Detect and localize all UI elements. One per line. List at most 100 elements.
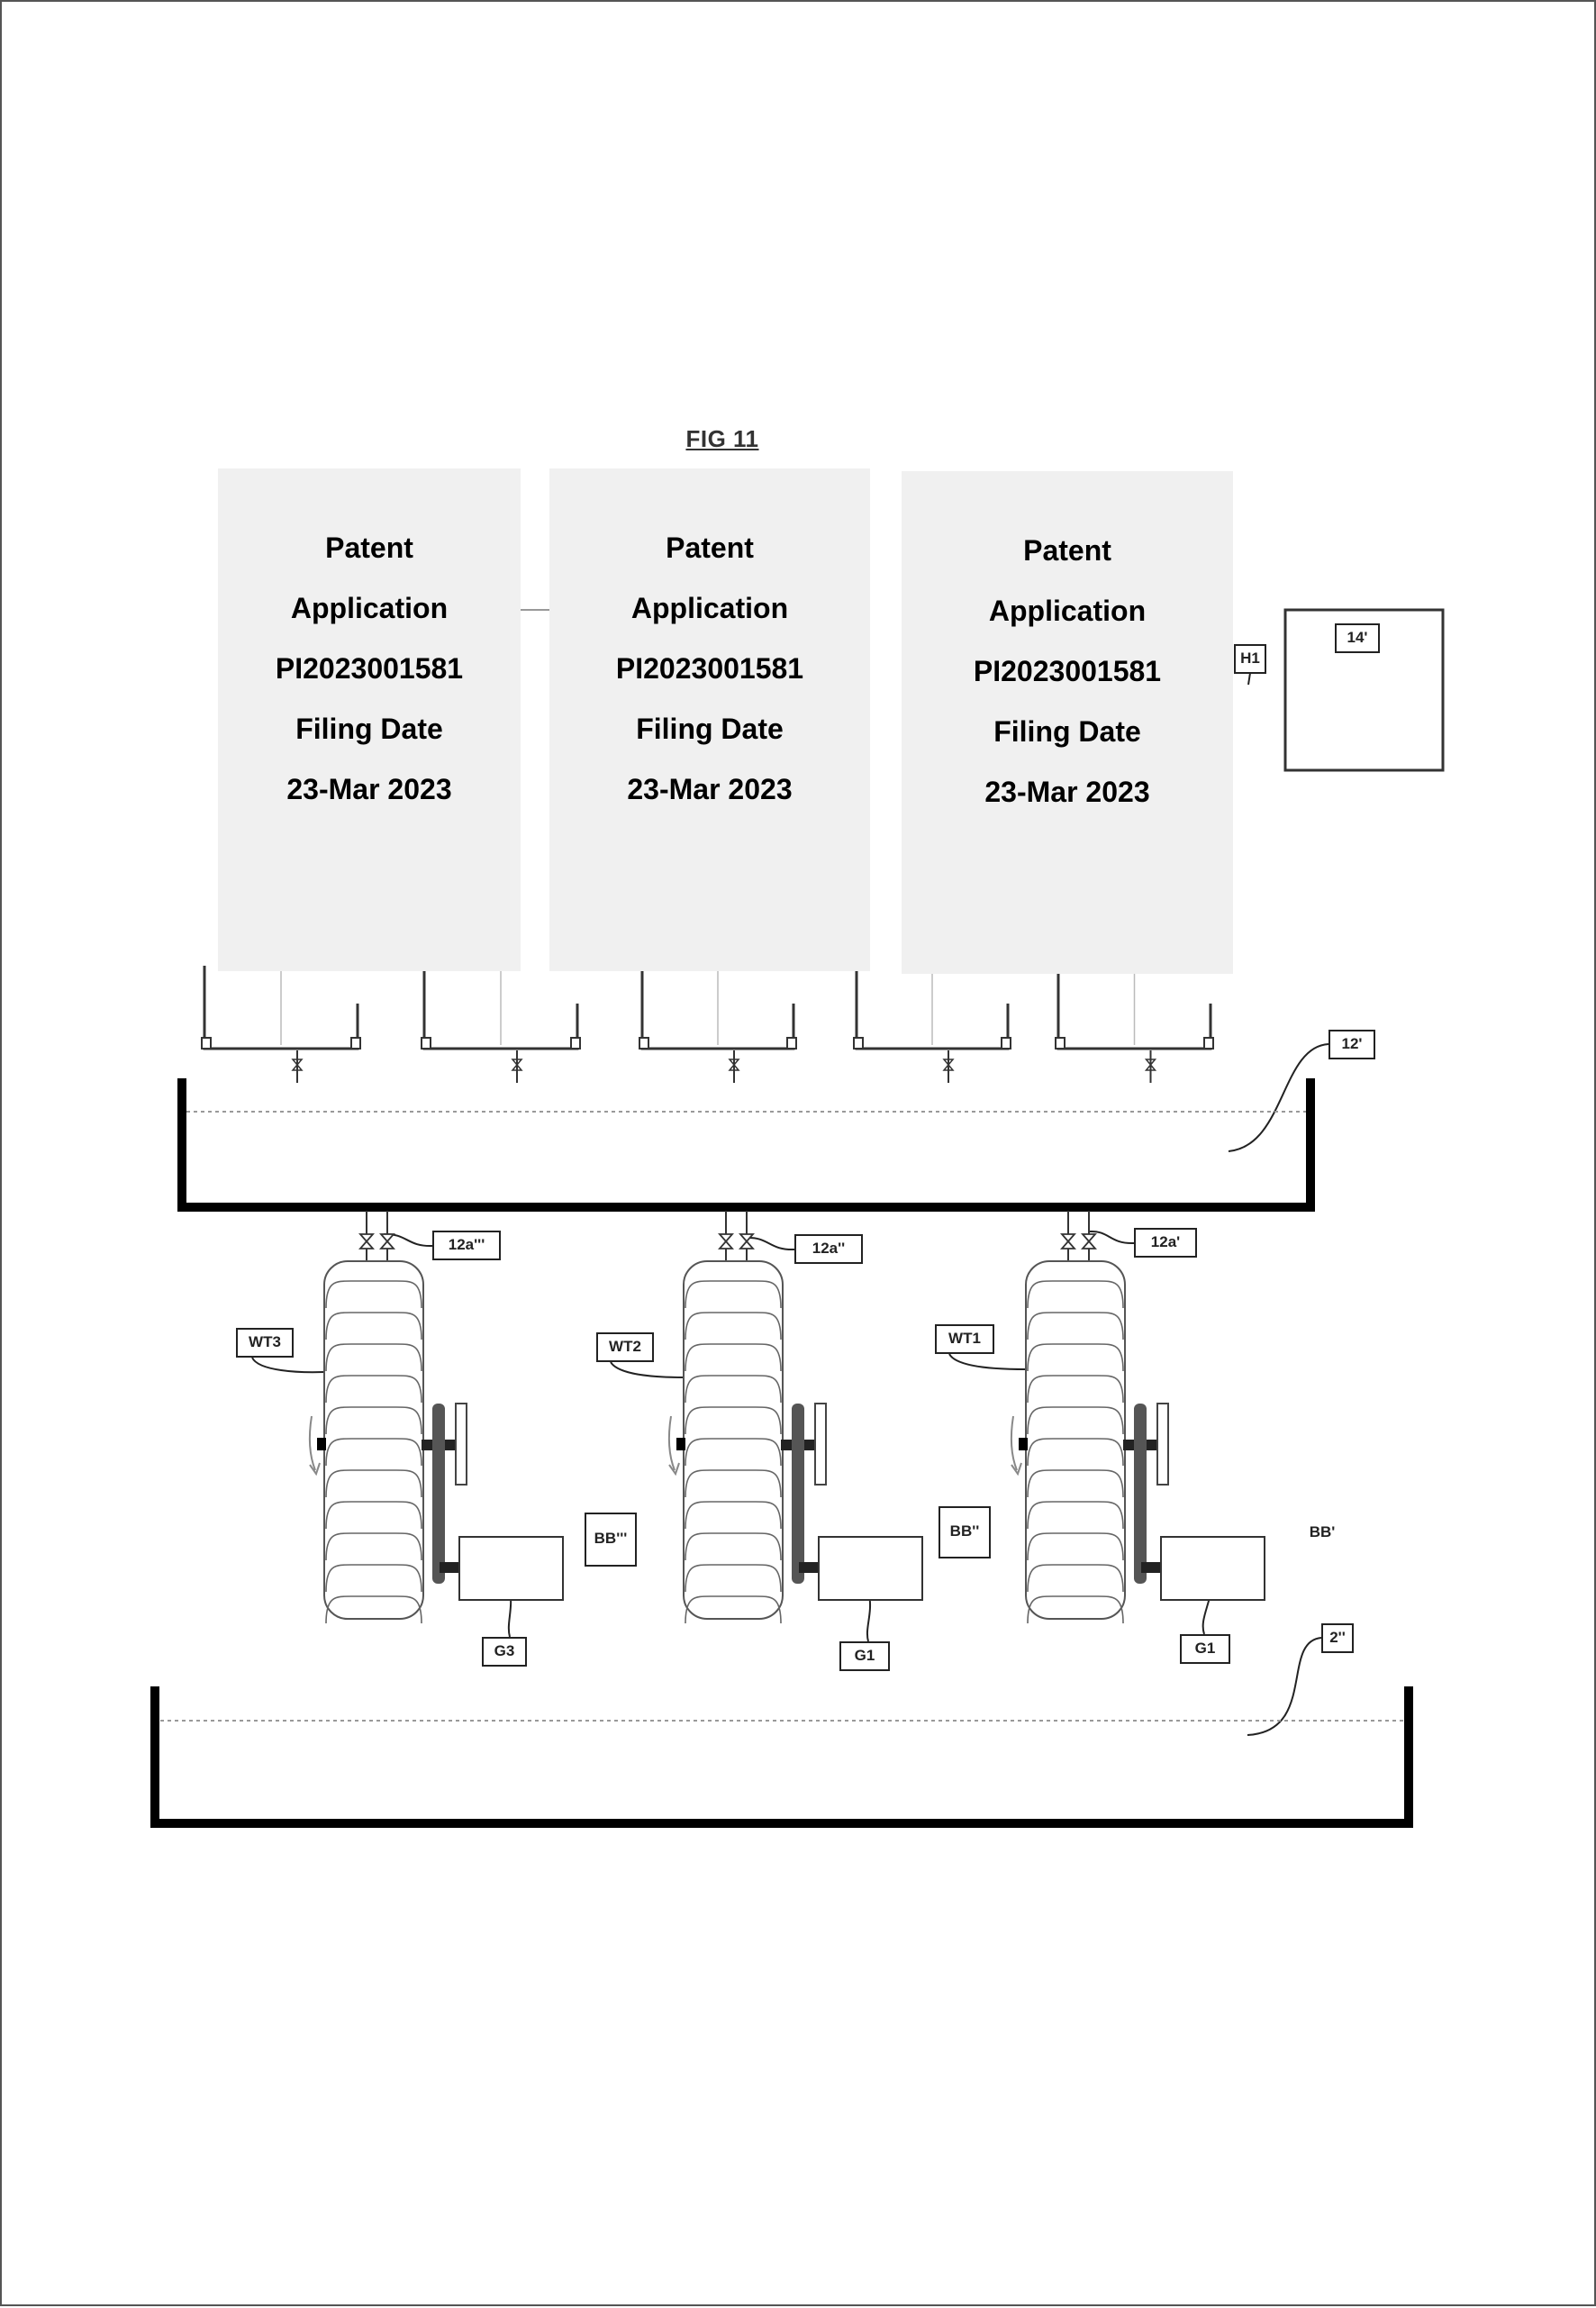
wheel-bucket [685,1564,782,1593]
label-h1: H1 [1234,644,1266,674]
valve-icon [379,1233,395,1249]
wheel-bucket [1027,1375,1124,1404]
wheel-bucket [1027,1564,1124,1593]
leader-line [1247,1637,1322,1736]
wheel-bucket [685,1501,782,1530]
hopper-valve [291,1059,304,1071]
hopper-valve [1144,1059,1157,1071]
valve-icon [739,1233,755,1249]
axle-stub [1019,1438,1028,1450]
label-g1-a: G1 [839,1641,890,1671]
stamp-line: 23-Mar 2023 [984,776,1150,808]
stamp-line: Patent [666,532,754,564]
wheel-bucket [685,1469,782,1498]
pulley-plate [814,1403,827,1486]
wheel-bucket [1027,1532,1124,1561]
stamp-line: Patent [1023,534,1111,567]
generator-box [1160,1536,1265,1601]
wheel-bucket [325,1280,422,1309]
label-wt2: WT2 [596,1332,654,1362]
leader-line [251,1357,325,1374]
hopper [639,966,797,1083]
label-12a-2: 12a'' [794,1234,863,1264]
stamp-line: Filing Date [993,715,1141,748]
hopper-body [422,966,579,1050]
filing-stamp-1: Patent Application PI2023001581 Filing D… [218,468,521,971]
generator-shaft [799,1562,819,1573]
label-12: 12' [1328,1030,1375,1059]
wheel-bucket [685,1280,782,1309]
drive-belt [792,1404,804,1584]
wheel-bucket [1027,1595,1124,1624]
rotation-arrow-icon [1011,1462,1022,1477]
label-12a-1: 12a' [1134,1228,1197,1258]
wheel-bucket [685,1532,782,1561]
hopper-corner [1001,1037,1011,1050]
label-g3: G3 [482,1637,527,1667]
hopper [421,966,581,1083]
drive-belt [432,1404,445,1584]
wheel-bucket [685,1375,782,1404]
wheel-bucket [325,1501,422,1530]
filing-stamp-3: Patent Application PI2023001581 Filing D… [902,471,1233,974]
wheel-bucket [325,1312,422,1340]
rotation-arrow-icon [1010,1415,1018,1471]
wheel-bucket [325,1469,422,1498]
turbine-unit [1010,1211,1265,1624]
stamp-line: Filing Date [636,713,784,745]
wheel-bucket [325,1375,422,1404]
hopper [1055,966,1214,1083]
leader-line [1247,672,1251,686]
wheel-bucket [325,1532,422,1561]
hopper-valve [942,1059,955,1071]
stamp-line: PI2023001581 [615,652,804,685]
leader-line [948,1353,1027,1370]
rotation-arrow-icon [308,1415,316,1471]
leader-line [610,1361,685,1378]
wheel-bucket [1027,1343,1124,1372]
hopper-corner [1055,1037,1066,1050]
hopper [853,966,1011,1083]
wheel-bucket [1027,1438,1124,1467]
hopper-corner [786,1037,797,1050]
leader-lines [251,672,1329,1736]
stamp-line: Application [630,592,789,624]
wheel-bucket [325,1343,422,1372]
figure-title: FIG 11 [685,425,759,452]
hopper [201,966,361,1083]
hopper-corner [201,1037,212,1050]
stamp-line: PI2023001581 [973,655,1162,687]
stamp-line: PI2023001581 [275,652,464,685]
valve-icon [1081,1233,1097,1249]
upper-tank [177,1078,1315,1212]
wheel-bucket [685,1343,782,1372]
wheel-bucket [685,1438,782,1467]
turbine-units [308,1211,1265,1624]
stamp-line: Filing Date [295,713,443,745]
wheel-bucket [325,1406,422,1435]
leader-line [746,1236,795,1251]
rotation-arrow-icon [668,1462,680,1477]
hopper-valve [728,1059,740,1071]
rotation-arrow-icon [667,1415,676,1471]
wheel-bucket [1027,1280,1124,1309]
turbine-unit [308,1211,564,1624]
wheel-bucket [1027,1501,1124,1530]
leader-line [1228,1043,1329,1152]
stamp-line: Application [988,595,1147,627]
label-wt3: WT3 [236,1328,294,1358]
hopper-corner [570,1037,581,1050]
lower-basin [150,1686,1413,1828]
wheel-bucket [325,1564,422,1593]
label-12a-3: 12a''' [432,1231,501,1260]
label-bb-1: BB' [1309,1523,1336,1540]
leader-line [1089,1230,1135,1245]
hopper-body [1056,966,1212,1050]
valve-icon [358,1233,375,1249]
hopper-corner [350,1037,361,1050]
leader-line [866,1594,871,1642]
wheel-bucket [685,1312,782,1340]
hopper-body [640,966,795,1050]
valve-icon [1060,1233,1076,1249]
